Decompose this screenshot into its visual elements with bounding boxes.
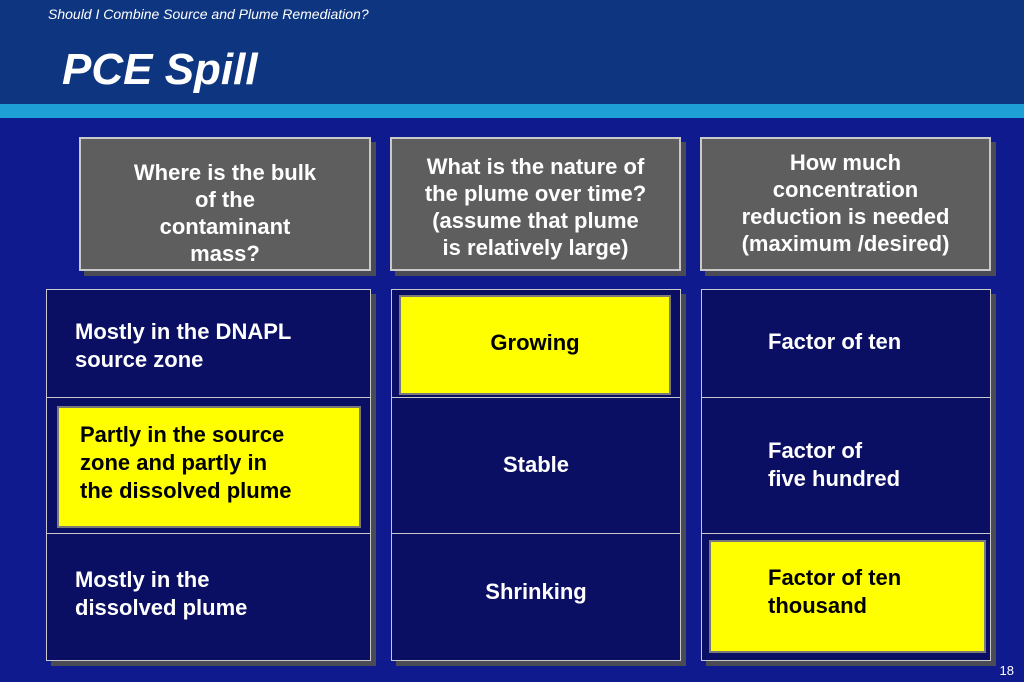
- question-box-reduction: How much concentration reduction is need…: [700, 137, 991, 271]
- question-box-plume: What is the nature of the plume over tim…: [390, 137, 681, 271]
- option-mostly-source: Mostly in the DNAPL source zone: [75, 319, 292, 372]
- question-text-reduction: How much concentration reduction is need…: [741, 150, 950, 256]
- question-box-mass: Where is the bulk of the contaminant mas…: [79, 137, 371, 271]
- option-factor-five-hundred: Factor of five hundred: [768, 438, 901, 491]
- option-shrinking: Shrinking: [485, 579, 587, 604]
- header-stripe: [0, 104, 1024, 118]
- page-number: 18: [999, 663, 1014, 678]
- option-factor-ten: Factor of ten: [768, 329, 902, 354]
- slide-subtitle: Should I Combine Source and Plume Remedi…: [48, 6, 369, 22]
- highlight-partly-source: [57, 406, 361, 528]
- question-text-plume: What is the nature of the plume over tim…: [424, 154, 647, 260]
- question-text-mass: Where is the bulk of the contaminant mas…: [133, 160, 317, 266]
- header-bar: [0, 0, 1024, 104]
- row-divider: [46, 397, 371, 398]
- option-growing: Growing: [490, 330, 580, 355]
- option-mostly-dissolved: Mostly in the dissolved plume: [75, 567, 248, 620]
- row-divider: [391, 533, 681, 534]
- highlight-growing: [399, 295, 671, 395]
- row-divider: [701, 397, 991, 398]
- option-factor-ten-thousand: Factor of ten thousand: [768, 565, 902, 618]
- highlight-factor-ten-thousand: [709, 540, 986, 653]
- row-divider: [46, 533, 371, 534]
- row-divider: [391, 397, 681, 398]
- option-partly-source: Partly in the source zone and partly in …: [80, 422, 292, 503]
- slide-title: PCE Spill: [62, 45, 258, 94]
- row-divider: [701, 533, 991, 534]
- option-stable: Stable: [502, 452, 570, 477]
